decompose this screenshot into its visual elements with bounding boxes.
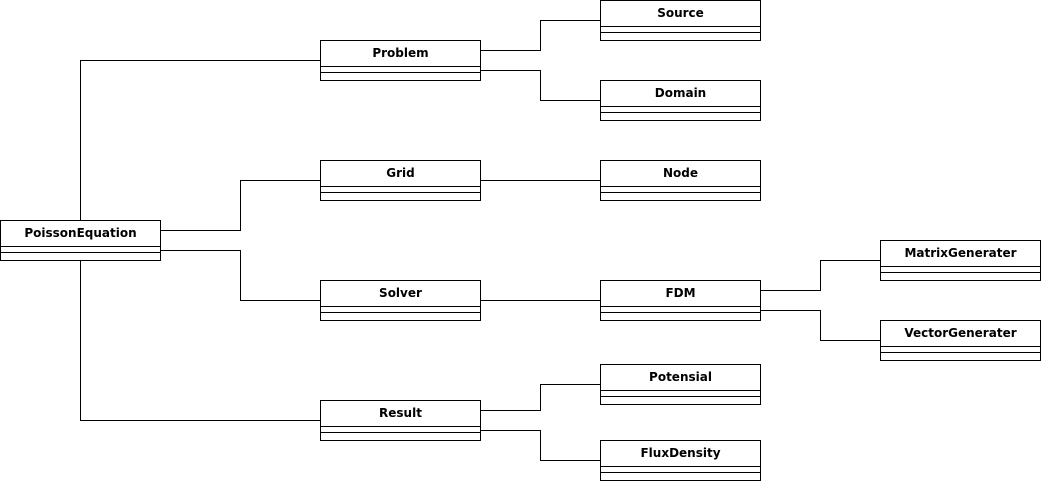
class-grid[interactable]: Grid <box>320 160 481 201</box>
link-problem-source <box>480 20 600 51</box>
methods-compartment <box>321 193 480 200</box>
class-fluxdensity[interactable]: FluxDensity <box>600 440 761 481</box>
class-name: VectorGenerater <box>881 321 1040 347</box>
attributes-compartment <box>601 187 760 193</box>
link-fdm-matrixgenerater <box>760 260 880 291</box>
class-poissonequation[interactable]: PoissonEquation <box>0 220 161 261</box>
class-source[interactable]: Source <box>600 0 761 41</box>
attributes-compartment <box>321 307 480 313</box>
class-name: Solver <box>321 281 480 307</box>
class-name: MatrixGenerater <box>881 241 1040 267</box>
methods-compartment <box>601 113 760 120</box>
link-fdm-vectorgenerater <box>760 310 880 341</box>
class-node[interactable]: Node <box>600 160 761 201</box>
class-name: Result <box>321 401 480 427</box>
attributes-compartment <box>321 187 480 193</box>
methods-compartment <box>601 397 760 404</box>
attributes-compartment <box>1 247 160 253</box>
attributes-compartment <box>601 107 760 113</box>
class-name: Node <box>601 161 760 187</box>
class-name: Source <box>601 1 760 27</box>
class-potensial[interactable]: Potensial <box>600 364 761 405</box>
class-matrixgenerater[interactable]: MatrixGenerater <box>880 240 1041 281</box>
methods-compartment <box>601 313 760 320</box>
methods-compartment <box>321 433 480 440</box>
methods-compartment <box>601 473 760 480</box>
methods-compartment <box>321 313 480 320</box>
class-problem[interactable]: Problem <box>320 40 481 81</box>
link-poissonequation-problem <box>80 60 320 220</box>
class-name: FDM <box>601 281 760 307</box>
link-result-potensial <box>480 384 600 411</box>
methods-compartment <box>1 253 160 260</box>
class-vectorgenerater[interactable]: VectorGenerater <box>880 320 1041 361</box>
attributes-compartment <box>321 67 480 73</box>
link-poissonequation-solver <box>160 250 320 301</box>
class-name: FluxDensity <box>601 441 760 467</box>
methods-compartment <box>881 273 1040 280</box>
link-result-fluxdensity <box>480 430 600 461</box>
attributes-compartment <box>601 307 760 313</box>
link-poissonequation-result <box>80 260 320 421</box>
attributes-compartment <box>601 467 760 473</box>
methods-compartment <box>601 193 760 200</box>
methods-compartment <box>881 353 1040 360</box>
class-solver[interactable]: Solver <box>320 280 481 321</box>
class-name: Domain <box>601 81 760 107</box>
class-name: Problem <box>321 41 480 67</box>
class-fdm[interactable]: FDM <box>600 280 761 321</box>
attributes-compartment <box>881 347 1040 353</box>
methods-compartment <box>601 33 760 40</box>
class-name: Potensial <box>601 365 760 391</box>
link-problem-domain <box>480 70 600 101</box>
methods-compartment <box>321 73 480 80</box>
attributes-compartment <box>881 267 1040 273</box>
attributes-compartment <box>601 391 760 397</box>
link-poissonequation-grid <box>160 180 320 231</box>
class-name: Grid <box>321 161 480 187</box>
attributes-compartment <box>601 27 760 33</box>
class-domain[interactable]: Domain <box>600 80 761 121</box>
attributes-compartment <box>321 427 480 433</box>
class-name: PoissonEquation <box>1 221 160 247</box>
class-result[interactable]: Result <box>320 400 481 441</box>
